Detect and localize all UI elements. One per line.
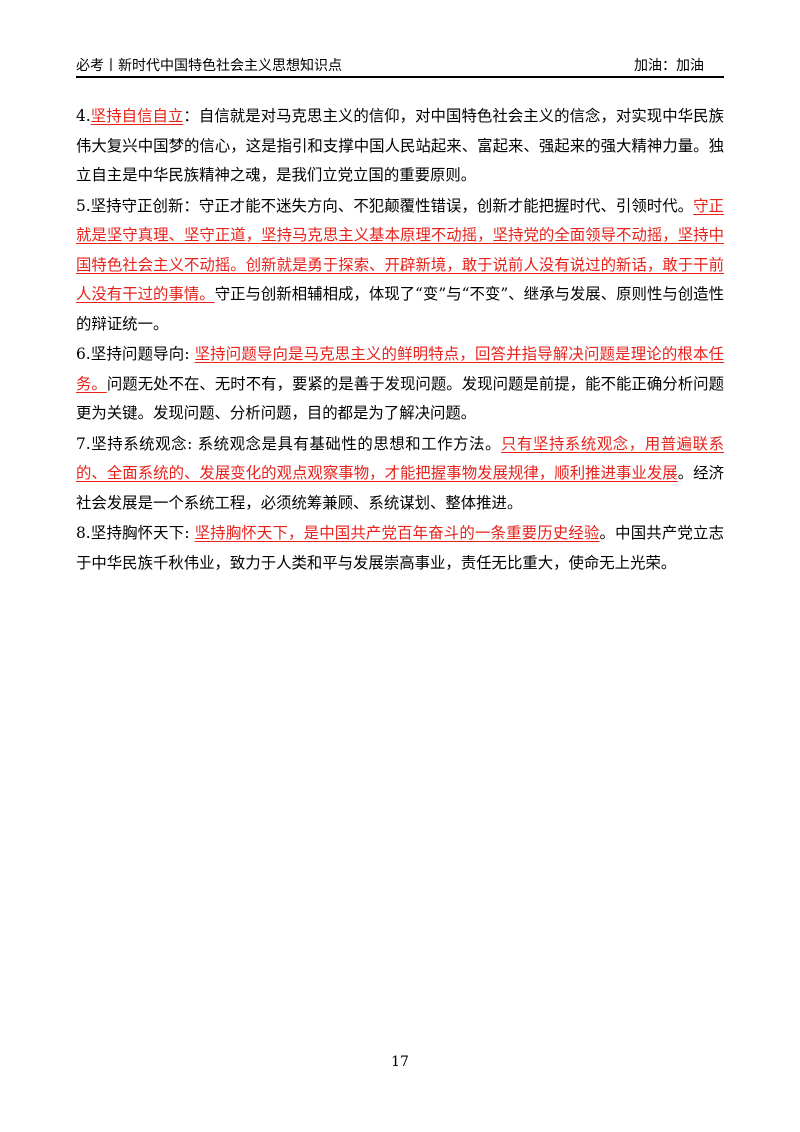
highlighted-text: 坚持胸怀天下，是中国共产党百年奋斗的一条重要历史经验 — [194, 524, 600, 542]
header-divider — [76, 76, 724, 78]
paragraph-body: 自信就是对马克思主义的信仰，对中国特色社会主义的信念，对实现中华民族伟大复兴中国… — [76, 107, 724, 184]
paragraph-number: 8. — [76, 524, 91, 542]
paragraph-body: 守正与创新相辅相成，体现了“变”与“不变”、继承与发展、原则性与创造性的辩证统一… — [76, 285, 724, 333]
highlighted-text: 守正就是坚守真理、坚守正道，坚持马克思主义基本原理不动摇，坚持党的全面领导不动摇… — [76, 196, 724, 304]
paragraph-lead: 守正才能不迷失方向、不犯颠覆性错误，创新才能把握时代、引领时代。 — [198, 196, 694, 215]
header-slogan: 加油：加油 — [634, 58, 704, 74]
paragraph-number: 5. — [76, 196, 91, 215]
title-separator: ： — [183, 107, 199, 125]
title-separator: ： — [183, 196, 199, 215]
paragraph-title: 坚持系统观念 — [90, 434, 188, 453]
paragraph-number: 6. — [76, 345, 91, 363]
paragraph-title: 坚持守正创新 — [90, 196, 184, 215]
title-separator: : — [184, 524, 195, 542]
title-separator: : — [187, 434, 198, 453]
paragraph-4: 4.坚持自信自立：自信就是对马克思主义的信仰，对中国特色社会主义的信念，对实现中… — [76, 102, 724, 191]
page-number: 17 — [391, 1054, 409, 1070]
paragraph-8: 8.坚持胸怀天下: 坚持胸怀天下，是中国共产党百年奋斗的一条重要历史经验。中国共… — [76, 519, 724, 578]
paragraph-number: 4. — [76, 107, 91, 125]
document-body: 4.坚持自信自立：自信就是对马克思主义的信仰，对中国特色社会主义的信念，对实现中… — [76, 102, 724, 578]
paragraph-body: 问题无处不在、无时不有，要紧的是善于发现问题。发现问题是前提，能不能正确分析问题… — [76, 374, 724, 423]
title-separator: : — [184, 345, 195, 363]
header-title: 必考丨新时代中国特色社会主义思想知识点 — [76, 58, 342, 74]
paragraph-title-highlight: 坚持自信自立 — [90, 107, 184, 125]
paragraph-number: 7. — [76, 434, 91, 453]
paragraph-body: 。中国共产党立志于中华民族千秋伟业，致力于人类和平与发展崇高事业，责任无比重大，… — [76, 524, 724, 572]
highlighted-text: 只有坚持系统观念，用普遍联系的、全面系统的、发展变化的观点观察事物，才能把握事物… — [76, 434, 724, 483]
paragraph-6: 6.坚持问题导向: 坚持问题导向是马克思主义的鲜明特点，回答并指导解决问题是理论… — [76, 340, 724, 429]
paragraph-body: 。经济社会发展是一个系统工程，必须统筹兼顾、系统谋划、整体推进。 — [76, 464, 724, 512]
page-header: 必考丨新时代中国特色社会主义思想知识点 加油：加油 — [76, 56, 724, 76]
paragraph-7: 7.坚持系统观念: 系统观念是具有基础性的思想和工作方法。只有坚持系统观念，用普… — [76, 430, 724, 519]
highlighted-text: 坚持问题导向是马克思主义的鲜明特点，回答并指导解决问题是理论的根本任务。 — [76, 345, 724, 393]
paragraph-5: 5.坚持守正创新：守正才能不迷失方向、不犯颠覆性错误，创新才能把握时代、引领时代… — [76, 192, 724, 340]
paragraph-title: 坚持问题导向 — [90, 345, 185, 363]
paragraph-title: 坚持胸怀天下 — [90, 524, 185, 542]
paragraph-lead: 系统观念是具有基础性的思想和工作方法。 — [197, 434, 502, 453]
